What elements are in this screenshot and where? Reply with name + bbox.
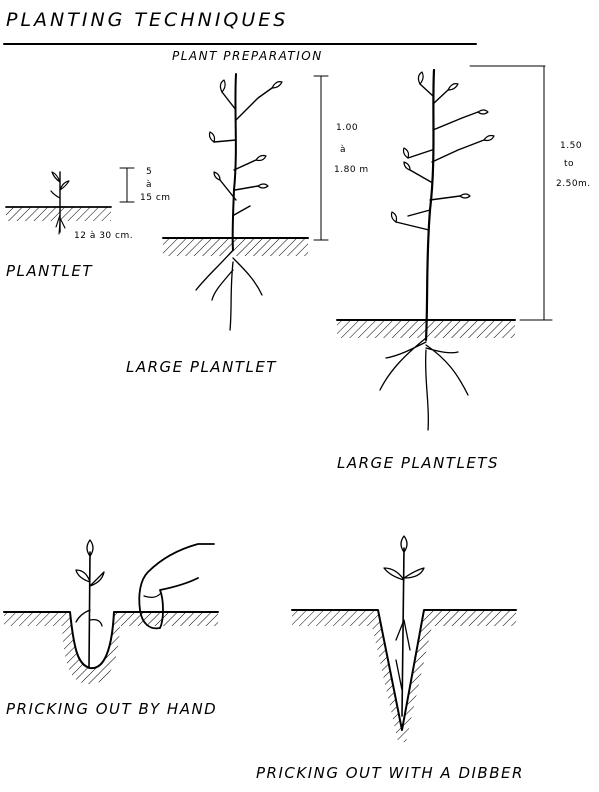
plantlet-height-line3: 15 cm bbox=[140, 193, 171, 203]
large-plantlet-roots bbox=[195, 249, 263, 331]
plantlet-depth: 12 à 30 cm. bbox=[74, 231, 133, 241]
large-plantlets-label: LARGE PLANTLETS bbox=[337, 454, 499, 472]
large-plantlet-height-line3: 1.80 m bbox=[334, 165, 369, 175]
seedling-leaves bbox=[75, 539, 105, 627]
large-plantlet-stem bbox=[231, 73, 237, 251]
plantlet-illustration: 5 à 15 cm 12 à 30 cm. PLANTLET bbox=[5, 167, 171, 280]
soil-hatch bbox=[292, 610, 516, 742]
ground-line bbox=[3, 611, 219, 670]
large-plantlets-illustration: 1.50 to 2.50m. LARGE PLANTLETS bbox=[336, 65, 591, 472]
soil-hatch bbox=[163, 238, 308, 256]
seedling-leaves bbox=[383, 535, 425, 691]
hand-outline bbox=[138, 543, 215, 630]
pricking-by-hand-illustration: PRICKING OUT BY HAND bbox=[3, 539, 219, 718]
large-plantlets-height-line3: 2.50m. bbox=[556, 179, 591, 189]
large-plantlet-leaves bbox=[208, 79, 283, 189]
seedling-stem bbox=[401, 547, 405, 717]
soil-hatch bbox=[4, 612, 218, 684]
page-title: PLANTING TECHNIQUES bbox=[6, 9, 288, 31]
plantlet-roots bbox=[55, 214, 66, 235]
large-plantlets-branches bbox=[395, 83, 485, 231]
plantlet-label: PLANTLET bbox=[6, 262, 93, 280]
large-plantlet-illustration: 1.00 à 1.80 m LARGE PLANTLET bbox=[126, 73, 369, 376]
large-plantlets-height-line2: to bbox=[564, 159, 574, 169]
plantlet-height-line1: 5 bbox=[146, 167, 152, 177]
soil-hatch bbox=[6, 207, 111, 221]
pricking-with-dibber-label: PRICKING OUT WITH A DIBBER bbox=[256, 764, 524, 782]
large-plantlets-stem bbox=[424, 68, 436, 342]
large-plantlet-height-line1: 1.00 bbox=[336, 123, 358, 133]
large-plantlet-height-line2: à bbox=[340, 145, 346, 155]
pricking-with-dibber-illustration: PRICKING OUT WITH A DIBBER bbox=[256, 535, 524, 782]
fingernail bbox=[143, 593, 161, 598]
large-plantlets-roots bbox=[379, 337, 469, 431]
ground-line bbox=[291, 609, 517, 731]
large-plantlets-leaves bbox=[390, 71, 495, 223]
plantlet-height-line2: à bbox=[146, 180, 152, 190]
large-plantlets-height-line1: 1.50 bbox=[560, 141, 582, 151]
plantlet-leaves bbox=[50, 171, 70, 199]
section-subtitle: PLANT PREPARATION bbox=[172, 49, 323, 63]
pricking-by-hand-label: PRICKING OUT BY HAND bbox=[6, 700, 217, 718]
large-plantlet-branches bbox=[213, 87, 273, 216]
large-plantlet-label: LARGE PLANTLET bbox=[126, 358, 277, 376]
